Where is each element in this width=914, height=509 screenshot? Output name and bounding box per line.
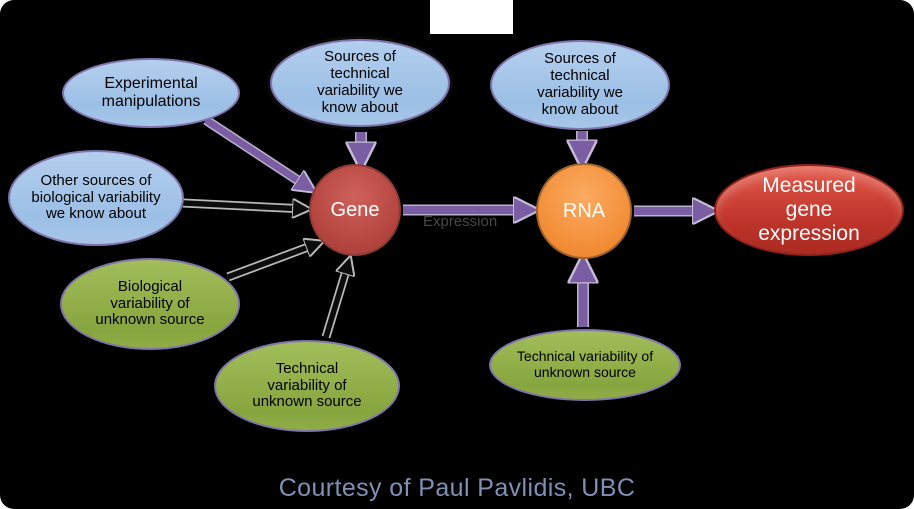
node-technical-unknown-center: Technical variability of unknown source xyxy=(214,340,400,432)
node-label: Biological variability of unknown source xyxy=(95,277,205,329)
node-technical-unknown-right: Technical variability of unknown source xyxy=(489,329,681,401)
node-label: Gene xyxy=(330,198,380,221)
white-patch xyxy=(430,0,513,34)
node-label: Measured gene expression xyxy=(758,174,860,245)
node-label: Sources of technical variability we know… xyxy=(537,50,623,118)
node-label: Sources of technical variability we know… xyxy=(317,48,403,116)
node-gene: Gene xyxy=(309,164,401,256)
node-experimental-manipulations: Experimental manipulations xyxy=(62,58,240,128)
node-label: RNA xyxy=(562,199,606,222)
caption-credit: Courtesy of Paul Pavlidis, UBC xyxy=(278,474,636,502)
arrow-technical-unknown-center-to-gene xyxy=(321,261,349,339)
node-label: Technical variability of unknown source xyxy=(252,359,362,411)
node-measured-gene-expression: Measured gene expression xyxy=(714,164,904,256)
node-sources-technical-known-center: Sources of technical variability we know… xyxy=(267,36,453,130)
node-other-biological-known: Other sources of biological variability … xyxy=(8,150,184,246)
node-sources-technical-known-right: Sources of technical variability we know… xyxy=(490,40,670,130)
edge-label-expression: Expression xyxy=(423,213,498,230)
arrow-experimental-to-gene xyxy=(203,115,311,189)
arrow-other-biological-to-gene xyxy=(182,203,306,209)
node-biological-unknown: Biological variability of unknown source xyxy=(60,258,240,350)
node-rna: RNA xyxy=(536,163,632,259)
arrow-biological-unknown-to-gene xyxy=(226,243,319,282)
node-label: Other sources of biological variability … xyxy=(31,171,161,223)
node-label: Experimental manipulations xyxy=(101,74,201,110)
node-label: Technical variability of unknown source xyxy=(516,348,654,380)
